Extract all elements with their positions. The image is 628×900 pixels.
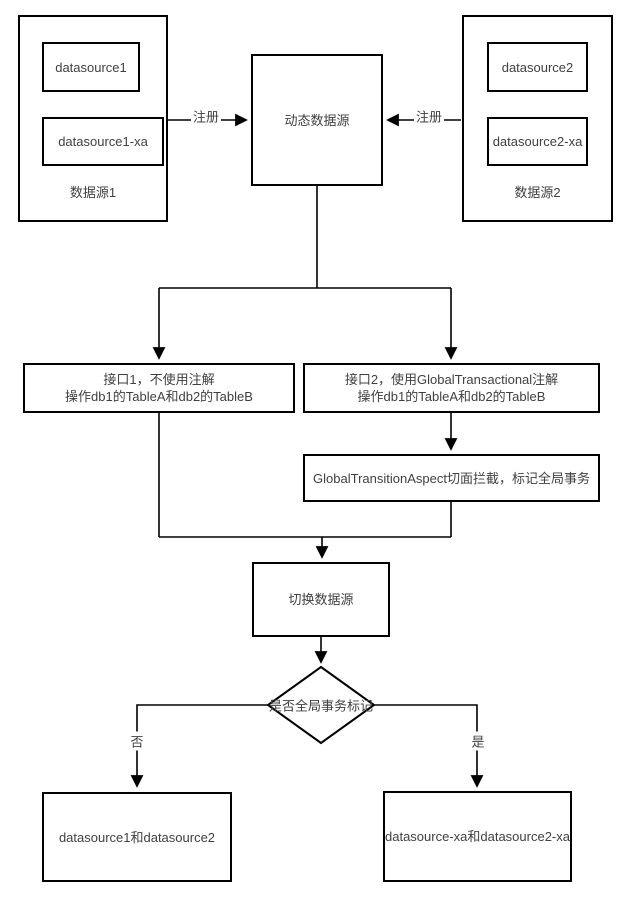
node-switch-datasource-label: 切换数据源 <box>288 592 354 607</box>
group-title-datasource1: 数据源1 <box>69 185 117 200</box>
node-datasource2-xa: datasource2-xa <box>487 117 588 166</box>
group-title-datasource2: 数据源2 <box>514 185 561 200</box>
node-interface2-line2: 操作db1的TableA和db2的TableB <box>357 389 546 404</box>
decision-global-transaction-flag: 是否全局事务标记 <box>268 698 374 714</box>
edge-label-no: 否 <box>128 731 146 751</box>
decision-diamond-shape <box>266 665 376 745</box>
node-dynamic-datasource-label: 动态数据源 <box>284 112 350 128</box>
edge-branch-no <box>130 704 268 788</box>
node-interface1-line1: 接口1，不使用注解 <box>103 372 215 387</box>
node-interface2: 接口2，使用GlobalTransactional注解 操作db1的TableA… <box>303 363 600 413</box>
node-interface1: 接口1，不使用注解 操作db1的TableA和db2的TableB <box>23 363 295 413</box>
node-global-transition-aspect-label: GlobalTransitionAspect切面拦截，标记全局事务 <box>313 470 590 486</box>
edge-label-register-right: 注册 <box>413 106 445 126</box>
node-datasource2-label: datasource2 <box>501 59 574 75</box>
node-interface1-line2: 操作db1的TableA和db2的TableB <box>65 389 253 404</box>
node-result-yes-label: datasource-xa和datasource2-xa <box>385 829 570 844</box>
edge-label-yes: 是 <box>469 731 487 751</box>
node-interface2-line1: 接口2，使用GlobalTransactional注解 <box>344 372 559 387</box>
node-global-transition-aspect: GlobalTransitionAspect切面拦截，标记全局事务 <box>303 454 600 502</box>
edge-label-register-left: 注册 <box>190 106 222 126</box>
node-switch-datasource: 切换数据源 <box>252 562 390 637</box>
edge-branch-yes <box>374 704 484 788</box>
node-datasource2-xa-label: datasource2-xa <box>492 134 583 149</box>
node-datasource2: datasource2 <box>487 42 588 92</box>
node-datasource1-xa: datasource1-xa <box>42 117 164 166</box>
node-datasource1: datasource1 <box>42 42 140 92</box>
node-datasource1-xa-label: datasource1-xa <box>58 134 148 149</box>
node-result-yes: datasource-xa和datasource2-xa <box>383 791 572 882</box>
node-dynamic-datasource: 动态数据源 <box>251 54 383 186</box>
node-result-no: datasource1和datasource2 <box>42 792 232 882</box>
node-result-no-label: datasource1和datasource2 <box>58 829 216 845</box>
node-datasource1-label: datasource1 <box>55 59 127 75</box>
